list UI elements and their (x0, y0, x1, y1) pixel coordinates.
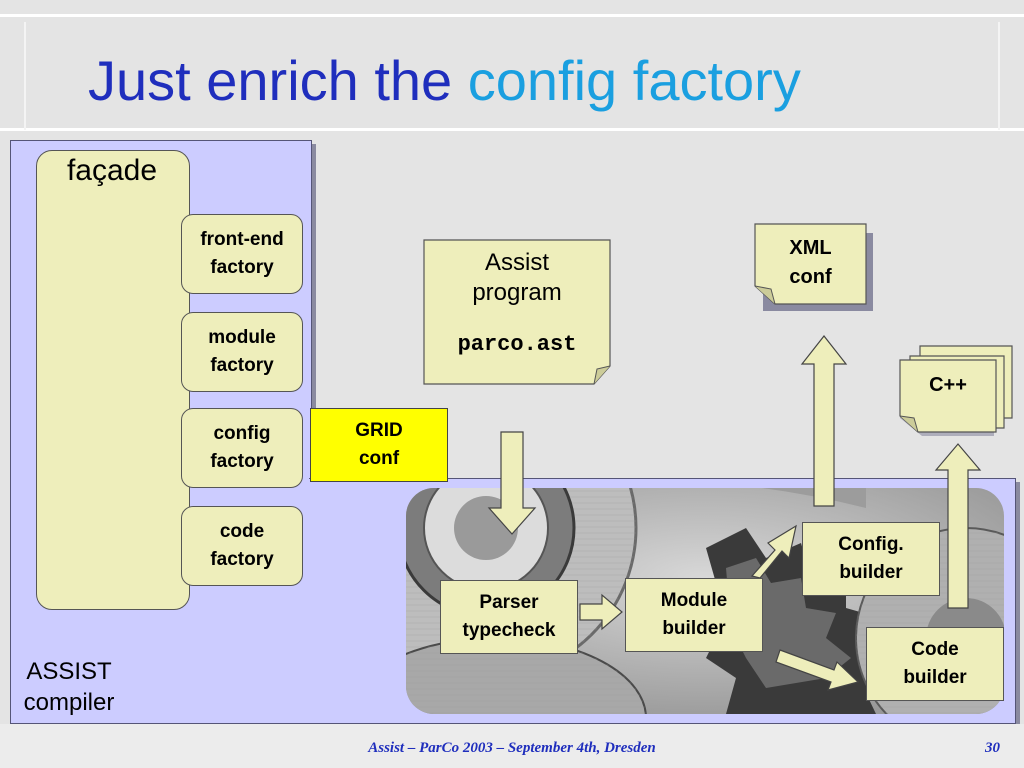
facade-box (36, 150, 190, 610)
title-part-2: config factory (467, 49, 801, 112)
facade-label: façade (66, 154, 158, 187)
module-factory: module factory (181, 312, 303, 392)
band-divider-right (998, 22, 1000, 130)
box-line: builder (903, 667, 967, 688)
box-line: Module (660, 590, 728, 611)
grid-conf-box: GRID conf (310, 408, 448, 482)
xml-conf-text: XML conf (755, 234, 866, 292)
box-line: builder (662, 618, 726, 639)
factory-line: front-end (200, 229, 284, 250)
box-line: Config. (838, 534, 904, 555)
assist-program-line-2: program (472, 279, 562, 306)
assist-program-line-1: Assist (484, 249, 549, 276)
factory-line: factory (210, 257, 274, 278)
footer-text: Assist – ParCo 2003 – September 4th, Dre… (368, 740, 656, 756)
config-builder-box: Config. builder (802, 522, 940, 596)
module-builder-box: Module builder (625, 578, 763, 652)
factory-line: config (213, 423, 271, 444)
page-number: 30 (985, 740, 1000, 756)
factory-line: code (219, 521, 265, 542)
front-end-factory: front-end factory (181, 214, 303, 294)
footer-band (0, 724, 1024, 768)
code-builder-box: Code builder (866, 627, 1004, 701)
assist-program-fold (593, 365, 611, 385)
cpp-doc-fold (899, 415, 919, 433)
xml-conf-line-1: XML (789, 237, 832, 259)
box-line: builder (839, 562, 903, 583)
assist-compiler-line-1: ASSIST (26, 658, 112, 685)
band-line-bottom (0, 128, 1024, 131)
assist-compiler-line-2: compiler (23, 689, 115, 716)
band-divider-left (24, 22, 26, 130)
parser-typecheck-box: Parser typecheck (440, 580, 578, 654)
grid-conf-line-1: GRID (355, 420, 403, 441)
factory-line: factory (210, 549, 274, 570)
xml-conf-line-2: conf (789, 266, 832, 288)
title-part-1: Just enrich the (88, 49, 453, 112)
box-line: Parser (479, 592, 539, 613)
assist-program-filename: parco.ast (457, 332, 577, 357)
assist-program-text: Assist program (424, 248, 610, 308)
cpp-label: C++ (929, 374, 967, 396)
factory-line: module (208, 327, 276, 348)
box-line: Code (911, 639, 959, 660)
title-band: Just enrich the config factory (0, 0, 1024, 135)
box-line: typecheck (462, 620, 556, 641)
code-factory: code factory (181, 506, 303, 586)
factory-line: factory (210, 355, 274, 376)
grid-conf-line-2: conf (358, 448, 400, 469)
config-factory: config factory (181, 408, 303, 488)
slide-title: Just enrich the config factory (88, 46, 801, 116)
factory-line: factory (210, 451, 274, 472)
band-line-top (0, 14, 1024, 17)
assist-compiler-label: ASSIST compiler (14, 656, 124, 718)
